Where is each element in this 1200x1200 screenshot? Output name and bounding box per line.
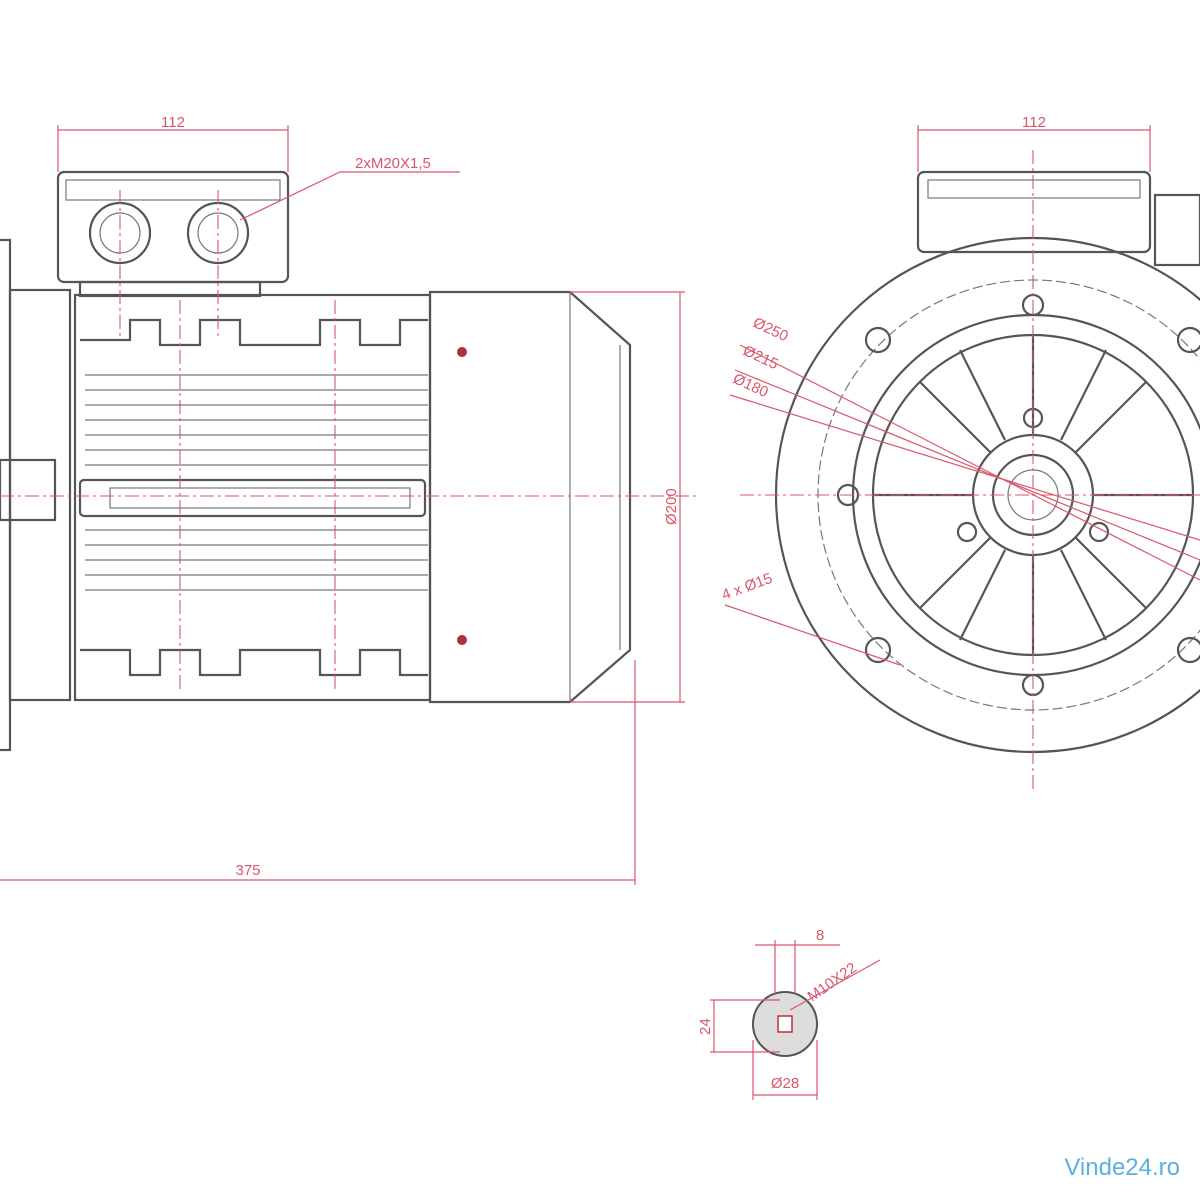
dim-flange-diameter: Ø250 (750, 314, 790, 345)
motor-body (73, 293, 432, 702)
screw-icon (457, 347, 467, 357)
terminal-box-lid (65, 179, 281, 201)
front-view: 112 Ø250 Ø215 Ø180 4 x Ø15 (720, 114, 1200, 790)
flange-hole (864, 326, 892, 354)
bottom-feet-profile (80, 648, 428, 677)
dim-cable-gland: 2xM20X1,5 (355, 155, 431, 172)
shaft-end (0, 458, 57, 522)
flange-outline (0, 238, 12, 752)
dim-fan-cover-diameter: Ø200 (663, 488, 680, 525)
dim-terminal-box-width: 112 (1022, 114, 1046, 131)
nameplate-rail (78, 478, 427, 518)
dim-center-thread: M10X22 (805, 959, 861, 1005)
terminal-box (56, 170, 290, 284)
cooling-fins (85, 374, 428, 591)
dim-terminal-box-width: 112 (161, 114, 185, 131)
watermark: Vinde24.ro (1064, 1154, 1180, 1181)
flange-hole (1176, 636, 1200, 664)
dim-key-width: 8 (816, 927, 824, 944)
shaft-section: 8 M10X22 24 Ø28 (697, 927, 881, 1100)
side-view: 112 2xM20X1,5 Ø200 375 (0, 114, 700, 885)
dim-bolt-circle: Ø215 (740, 342, 780, 373)
top-feet-profile (80, 318, 428, 347)
dim-holes: 4 x Ø15 (720, 570, 775, 604)
dim-shaft-diameter: Ø28 (771, 1075, 799, 1092)
dim-total-length: 375 (235, 862, 260, 879)
flange-hub (8, 288, 72, 702)
screw-icon (457, 635, 467, 645)
cable-gland (1153, 193, 1200, 267)
dim-key-height: 24 (697, 1018, 714, 1035)
flange-hole (1176, 326, 1200, 354)
flange-hole (864, 636, 892, 664)
terminal-box (916, 170, 1152, 254)
